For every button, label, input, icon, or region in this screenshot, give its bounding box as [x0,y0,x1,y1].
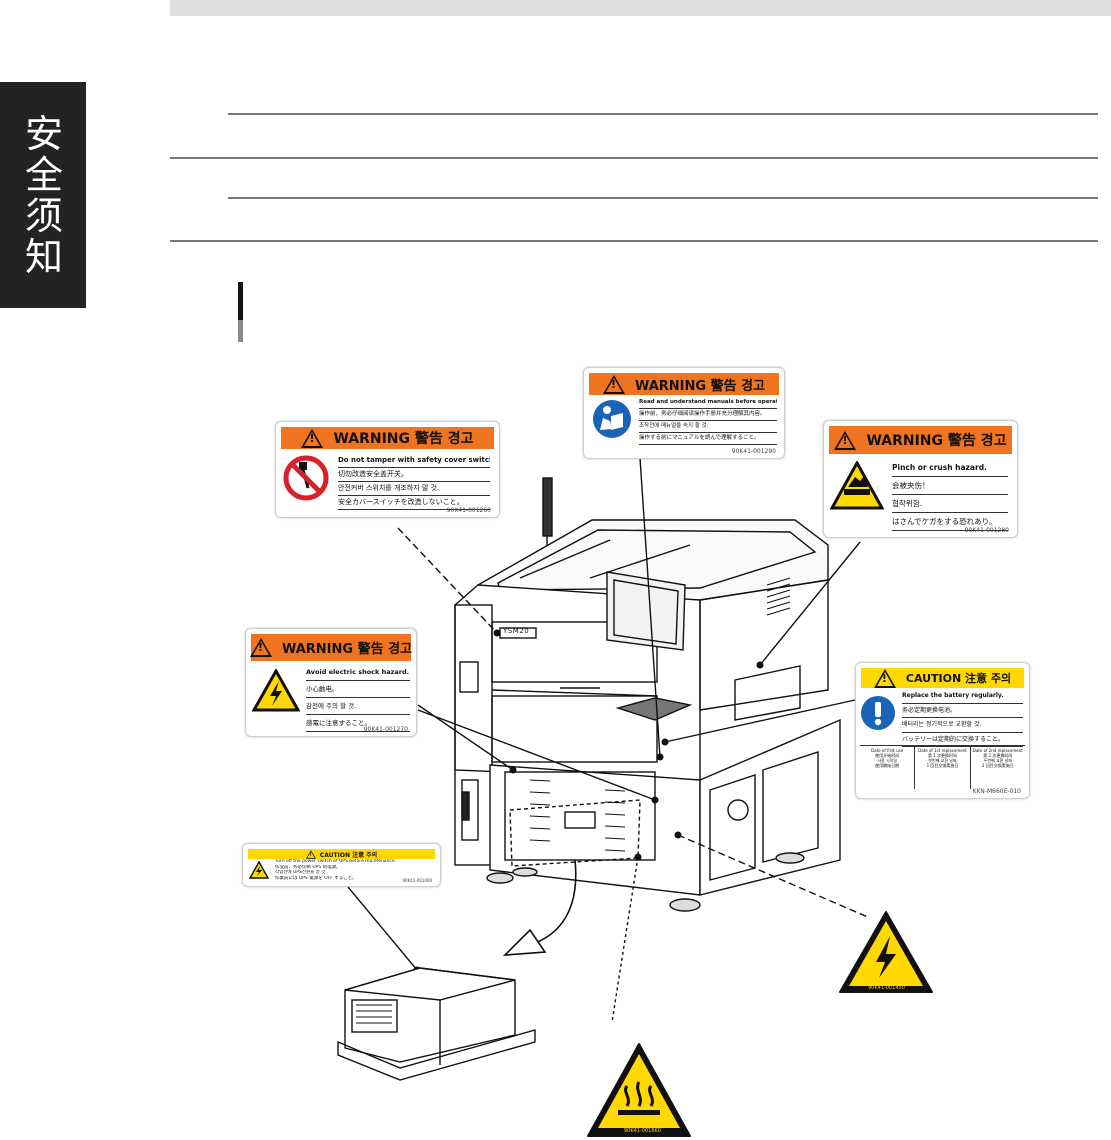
heading-rule-1 [228,113,1098,115]
label-pinch-warning: WARNING 警告 경고 Pinch or crush hazard. 会被夹… [823,420,1018,538]
label-line: 操作する前にマニュアルを読んで理解すること。 [639,433,777,445]
hazard-code: 90K41-001450 [868,985,905,991]
hot-surface-icon: 90K41-001660 [586,1042,692,1138]
warning-triangle-icon [603,375,625,394]
label-battery-caution: CAUTION 注意 주의 Replace the battery regula… [855,662,1030,799]
label-header-text: WARNING 警告 경고 [635,375,765,394]
no-tamper-icon [282,454,330,502]
label-code: 90K41-001000 [402,878,432,883]
warning-triangle-icon [250,638,272,657]
subheading-marker [238,282,243,342]
electric-hazard-icon: 90K41-001450 [838,910,934,994]
label-line: Read and understand manuals before opera… [639,397,777,409]
ups-shock-icon [249,861,269,879]
label-line: 小心触电。 [306,681,410,698]
label-header-text: WARNING 警告 경고 [282,638,412,657]
label-line: 切勿改造安全盖开关。 [338,468,490,482]
read-manual-icon [592,399,632,439]
label-header-text: CAUTION 注意 주의 [320,850,377,859]
label-header-text: WARNING 警告 경고 [333,428,473,448]
label-ups-caution: CAUTION 注意 주의 Turn off the power switch … [242,843,441,887]
label-line: 조작전에 매뉴얼을 숙지 할 것. [639,421,777,433]
label-code: 90K41-001270 [364,726,408,733]
replacement-date-table: Date of first use 使用开始时间 사용 시작일 使用開始日期 D… [860,745,1025,789]
label-code: KKN-M660E-010 [972,788,1021,795]
label-code: 90K41-001280 [965,527,1009,534]
label-header-text: CAUTION 注意 주의 [906,670,1011,686]
label-line: Do not tamper with safety cover switch. [338,454,490,468]
electric-shock-icon [252,669,300,713]
machine-model-plate: YSM20 [503,627,529,635]
section-side-tab[interactable]: 安全须知 [0,82,86,308]
pinch-hazard-icon [830,461,884,511]
warning-triangle-icon [301,429,323,448]
label-code: 90K41-001290 [732,448,776,455]
caution-triangle-icon [306,850,316,859]
label-line: 감전에 주의 할 것. [306,698,410,715]
label-manual-warning: WARNING 警告 경고 Read and understand manual… [583,367,785,459]
label-line: Pinch or crush hazard. [892,459,1008,477]
heading-rule-2 [170,157,1098,159]
header-bar [170,0,1111,16]
label-line: 안전커버 스위치를 개조하지 말 것. [338,482,490,496]
warning-triangle-icon [834,431,856,450]
hazard-code: 90K41-001660 [624,1128,661,1134]
label-line: 操作前，务必仔细阅读操作手册并充分理解其内容。 [639,409,777,421]
caution-triangle-icon [874,669,896,688]
label-line: 会被夹伤！ [892,477,1008,495]
section-tab-label: 安全须知 [22,114,66,278]
mandatory-action-icon [860,695,896,731]
label-line: 배터리는 정기적으로 교환할 것. [902,718,1023,733]
label-header-text: WARNING 警告 경고 [866,430,1006,450]
label-line: Avoid electric shock hazard. [306,664,410,681]
label-code: 90K41-001260 [447,507,491,514]
label-line: 务必定期更换电池。 [902,704,1023,719]
label-line: 협착위험. [892,495,1008,513]
label-line: Replace the battery regularly. [902,689,1023,704]
label-shock-warning: WARNING 警告 경고 Avoid electric shock hazar… [245,628,417,737]
heading-rule-3 [228,197,1098,199]
label-tamper-warning: WARNING 警告 경고 Do not tamper with safety … [275,421,500,518]
heading-rule-4 [170,240,1098,242]
